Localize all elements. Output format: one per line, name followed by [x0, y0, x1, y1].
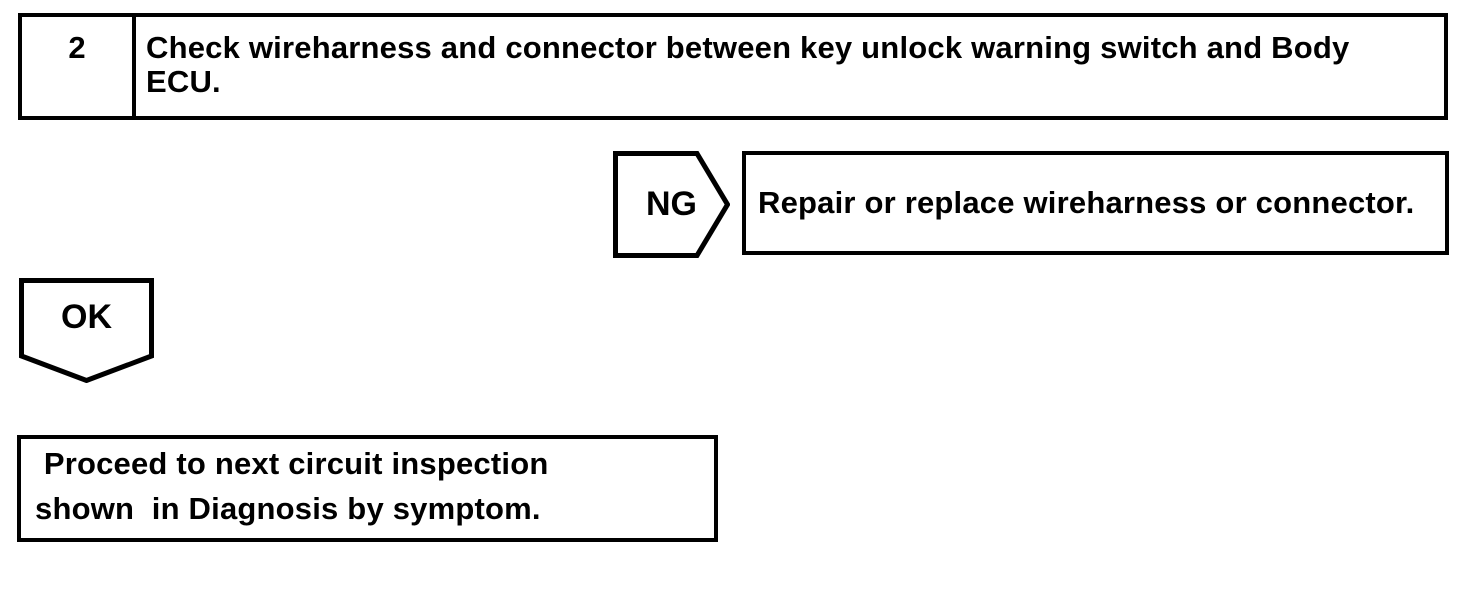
ok-connector: OK — [19, 278, 154, 383]
ng-result-box: Repair or replace wireharness or connect… — [742, 151, 1449, 255]
step-number: 2 — [68, 30, 86, 65]
step-instruction: Check wireharness and connector between … — [146, 30, 1350, 99]
step-box: 2 Check wireharness and connector betwee… — [18, 13, 1448, 120]
ng-connector-label: NG — [646, 185, 697, 223]
step-number-cell: 2 — [22, 17, 136, 116]
ng-result-text: Repair or replace wireharness or connect… — [758, 185, 1415, 220]
ok-result-box: Proceed to next circuit inspection shown… — [17, 435, 718, 542]
ng-connector: NG — [613, 151, 730, 258]
ok-pentagon-down-icon — [19, 278, 154, 383]
ng-pentagon-right-icon — [613, 151, 730, 258]
ok-result-text: Proceed to next circuit inspection shown… — [35, 446, 549, 526]
ok-connector-label: OK — [61, 298, 112, 336]
